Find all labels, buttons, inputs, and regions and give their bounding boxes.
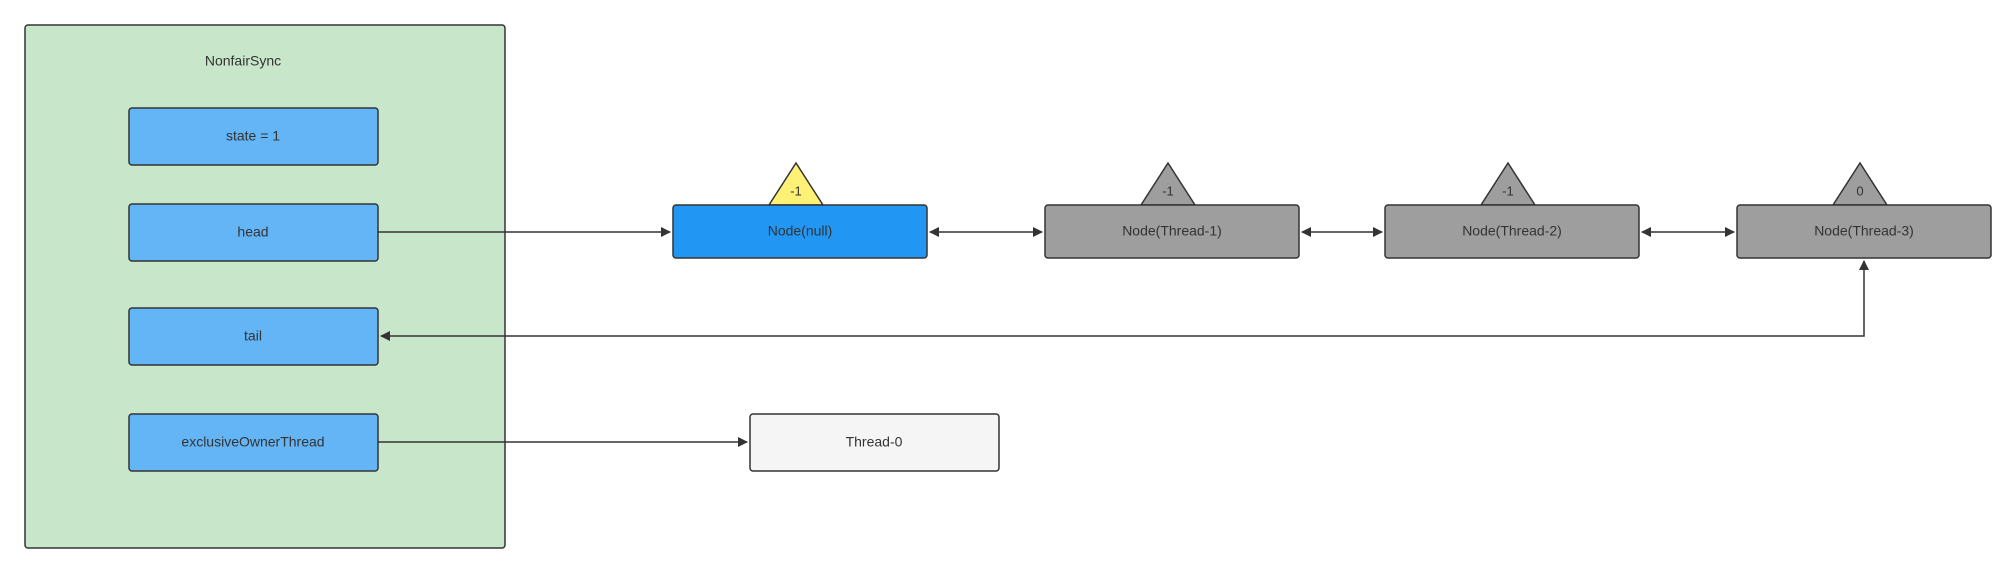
node-null[interactable]: -1 Node(null) <box>672 161 928 259</box>
thread-0-box[interactable]: Thread-0 <box>749 413 1000 472</box>
field-exclusive-owner-thread[interactable]: exclusiveOwnerThread <box>128 413 379 472</box>
wait-status-value: -1 <box>1162 183 1174 198</box>
field-head[interactable]: head <box>128 203 379 262</box>
node-label: Node(Thread-1) <box>1122 223 1222 239</box>
wait-status-value: -1 <box>1502 183 1514 198</box>
field-state-label: state = 1 <box>226 128 280 144</box>
field-head-label: head <box>237 224 268 240</box>
field-tail-label: tail <box>244 328 262 344</box>
node-label: Node(null) <box>768 223 833 239</box>
wait-status-value: 0 <box>1856 183 1863 198</box>
field-state[interactable]: state = 1 <box>128 107 379 166</box>
node-thread-3[interactable]: 0 Node(Thread-3) <box>1736 161 1992 259</box>
node-label: Node(Thread-3) <box>1814 223 1914 239</box>
wait-status-value: -1 <box>790 183 802 198</box>
container-title: NonfairSync <box>205 53 281 69</box>
field-tail[interactable]: tail <box>128 307 379 366</box>
thread-0-label: Thread-0 <box>846 434 903 450</box>
node-thread-1[interactable]: -1 Node(Thread-1) <box>1044 161 1300 259</box>
field-owner-label: exclusiveOwnerThread <box>181 434 324 450</box>
node-thread-2[interactable]: -1 Node(Thread-2) <box>1384 161 1640 259</box>
node-label: Node(Thread-2) <box>1462 223 1562 239</box>
tail-to-thread-3-arrow <box>380 260 1869 341</box>
